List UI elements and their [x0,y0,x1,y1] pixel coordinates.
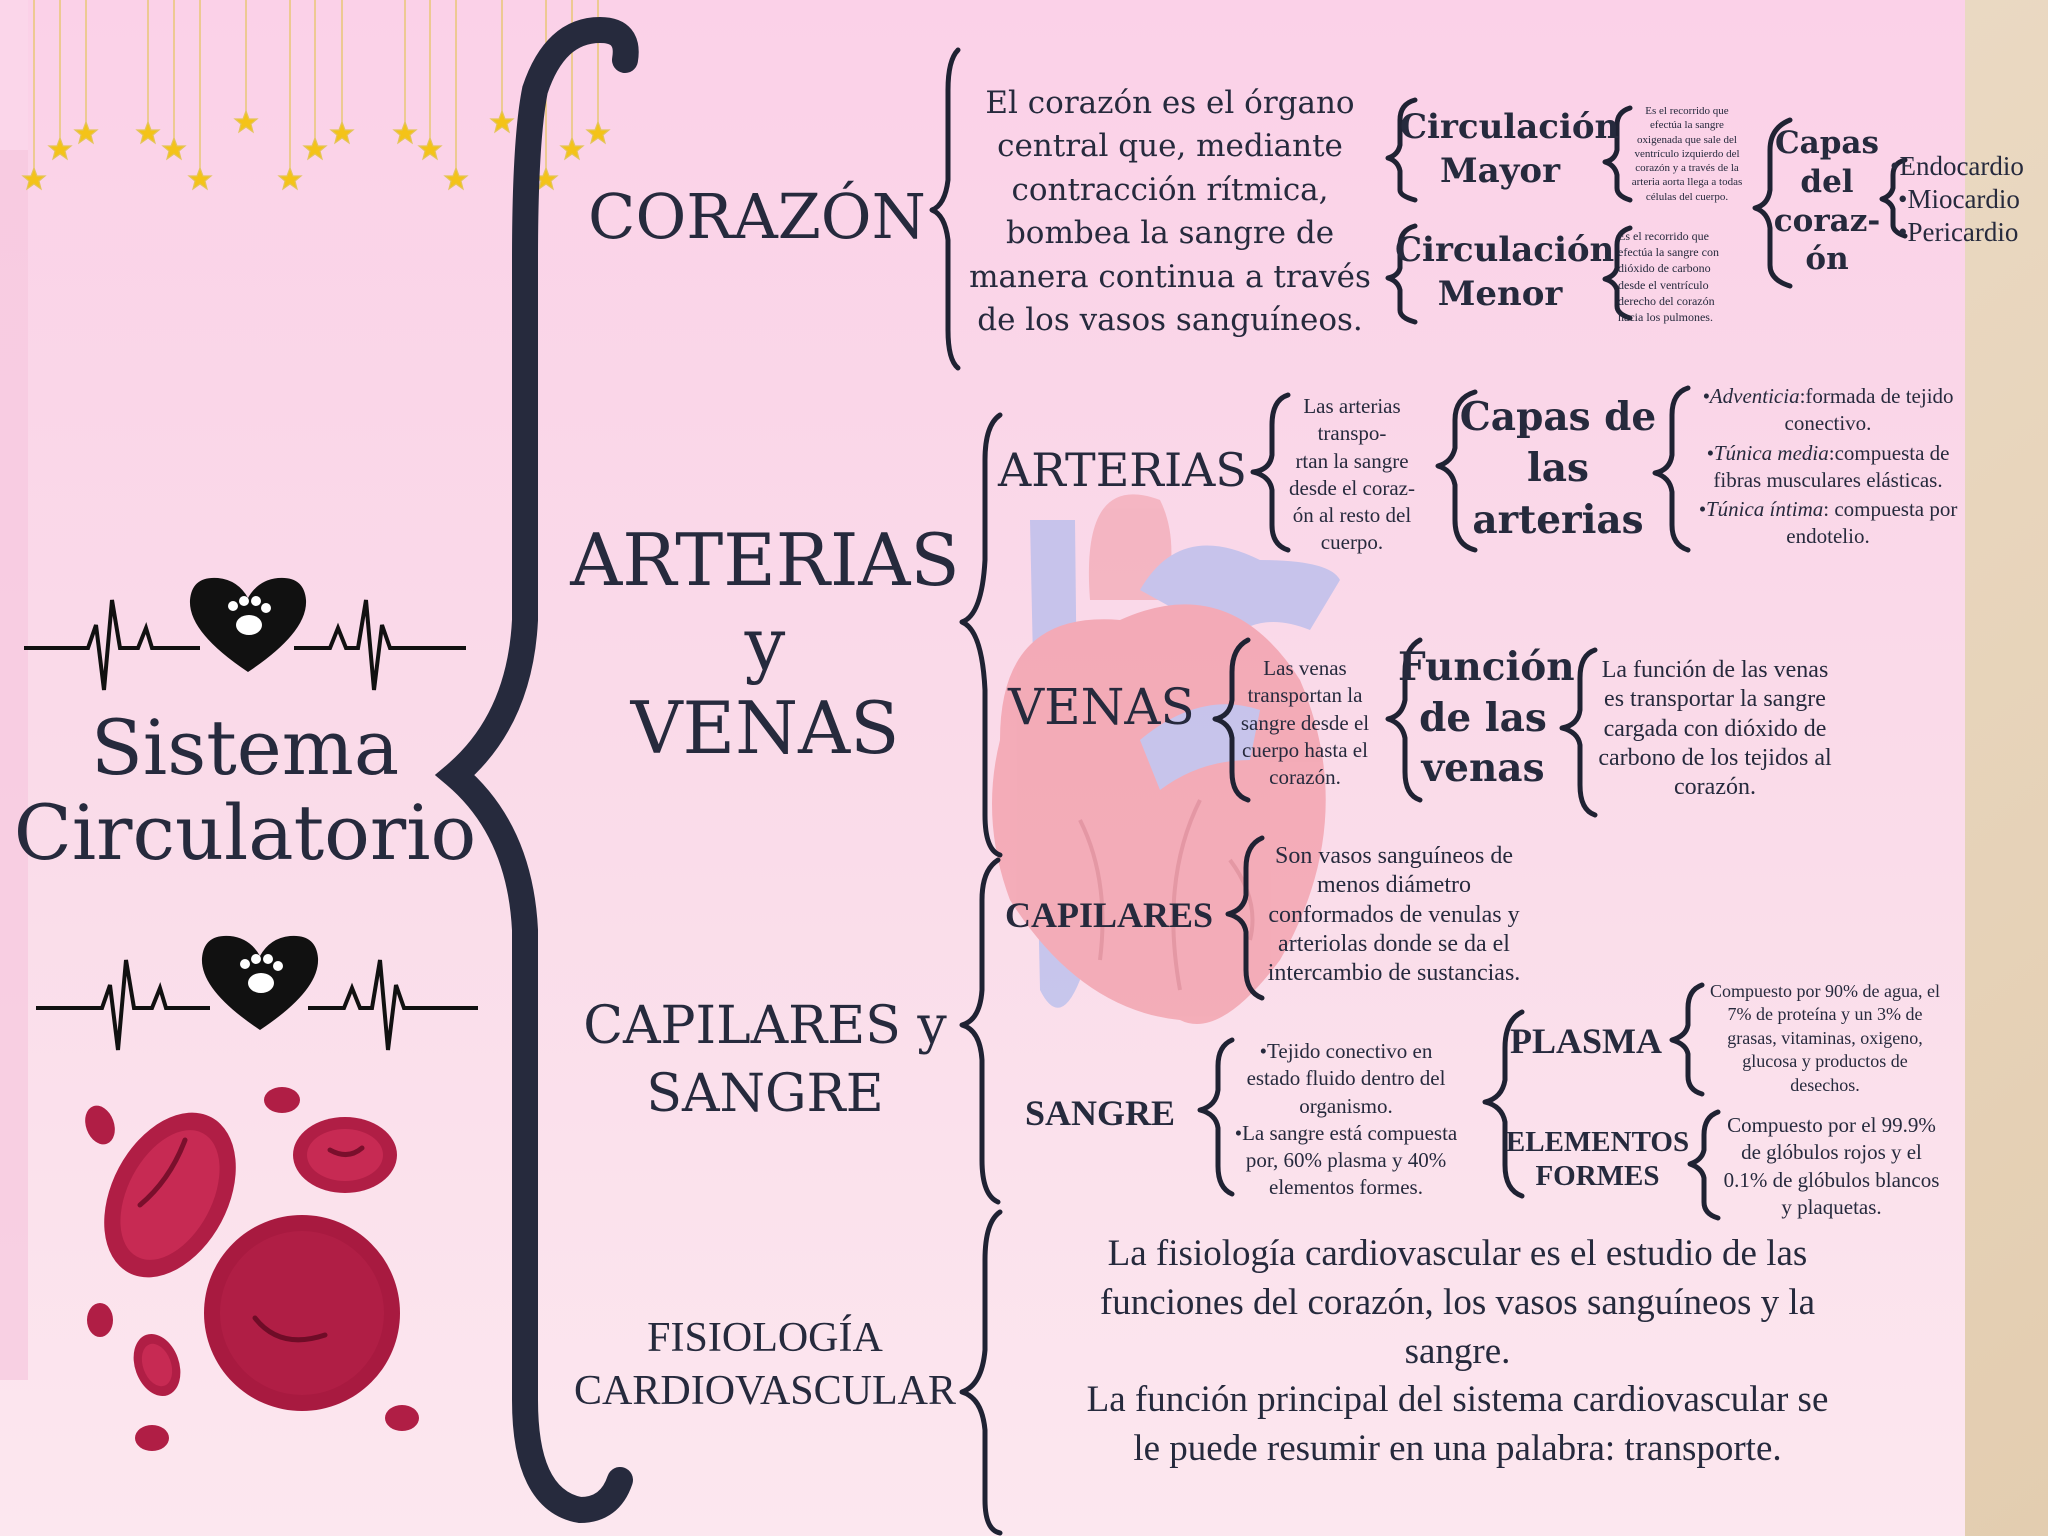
arterias-desc: Las arterias transpo- rtan la sangre des… [1289,394,1415,555]
star-icon [443,0,469,191]
plasma-desc: Compuesto por 90% de agua, el 7% de prot… [1710,981,1940,1095]
star-icon [161,0,187,161]
list-item: •Túnica íntima: compuesta por [1698,497,1958,522]
sangre-label: SANGRE [1025,1093,1176,1133]
star-icon [489,0,515,134]
circulacion-mayor-title: Circulación Mayor [1400,107,1620,192]
red-blood-cell-icon [85,1087,419,1451]
list-item: •Pericardio [1898,216,2019,247]
star-icon [135,0,161,145]
fisiologia-heading: FISIOLOGÍA CARDIOVASCULAR [574,1315,956,1414]
star-icon [302,0,328,161]
capilares-desc: Son vasos sanguíneos de menos diámetro c… [1267,843,1521,987]
star-icon [233,0,259,134]
list-item: •Miocardio [1898,183,2020,214]
circulacion-menor-desc: Es el recorrido que efectúa la sangre co… [1618,229,1719,324]
heartbeat-line-icon [24,599,466,691]
star-icon [187,0,213,191]
corazon-definition: El corazón es el órgano central que, med… [969,85,1371,338]
capas-arterias-title: Capas de las arterias [1459,394,1657,543]
list-item: conectivo. [1784,411,1872,436]
arterias-venas-heading: ARTERIAS y VENAS [570,518,960,771]
star-icon [417,0,443,161]
corazon-heading: CORAZÓN [588,180,926,253]
connector-braces [929,47,1908,1536]
main-brace [434,16,639,1524]
paw-heart-icon [189,577,307,672]
heartbeat-line-icon [36,959,478,1051]
star-icon [21,0,47,191]
list-item: •Túnica media:compuesta de [1706,440,1950,465]
capas-corazon-list: •Endocardio •Miocardio •Pericardio [1890,150,2024,249]
capas-corazon-title: Capas del coraz- ón [1773,125,1881,278]
list-item: •Endocardio [1890,151,2024,181]
star-icon [277,0,303,191]
star-icon [329,0,355,145]
elementos-formes-desc: Compuesto por el 99.9% de glóbulos rojos… [1723,1113,1940,1219]
arterias-label: ARTERIAS [998,443,1247,497]
main-title: Sistema Circulatorio [13,703,477,878]
capilares-sangre-heading: CAPILARES y SANGRE [583,996,947,1124]
circulacion-mayor-desc: Es el recorrido que efectúa la sangre ox… [1631,105,1743,203]
star-icon [392,0,418,145]
venas-label: VENAS [1008,678,1195,736]
plasma-label: PLASMA [1510,1021,1662,1061]
star-icon [47,0,73,161]
list-item: endotelio. [1786,524,1870,549]
funcion-venas-desc: La función de las venas es transportar l… [1598,657,1832,801]
list-item: fibras musculares elásticas. [1713,467,1943,492]
star-icon [73,0,99,145]
capas-arterias-list: •Adventicia:formada de tejido conectivo.… [1668,383,1988,551]
elementos-formes-label: ELEMENTOS FORMES [1505,1126,1690,1192]
capilares-label: CAPILARES [1005,895,1214,935]
paw-heart-icon [201,935,319,1030]
fisiologia-desc: La fisiología cardiovascular es el estud… [1086,1233,1829,1470]
sangre-desc: •Tejido conectivo en estado fluido dentr… [1234,1039,1458,1200]
circulacion-menor-title: Circulación Menor [1395,230,1615,315]
venas-desc: Las venas transportan la sangre desde el… [1240,656,1370,790]
list-item: •Adventicia:formada de tejido [1702,384,1954,408]
funcion-venas-title: Función de las venas [1398,644,1575,792]
